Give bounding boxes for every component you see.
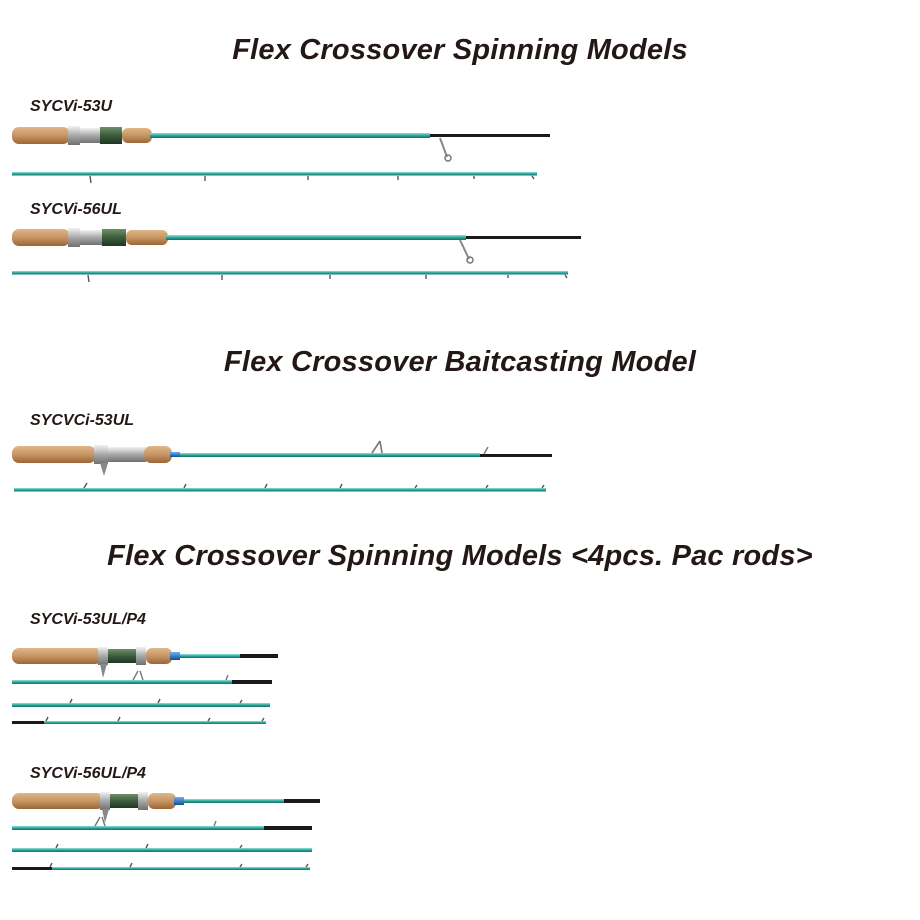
rod-sycvi-56ul-tip <box>12 271 568 283</box>
model-label-sycvi-56ul-p4: SYCVi-56UL/P4 <box>30 765 146 782</box>
rod-sycvi-56ul-p4-section-4 <box>12 862 310 870</box>
rod-sycvi-53ul-p4-section-2 <box>12 670 272 684</box>
section-title-baitcasting: Flex Crossover Baitcasting Model <box>223 346 697 378</box>
model-label-sycvi-53u: SYCVi-53U <box>30 98 113 115</box>
rod-sycvi-56ul-p4-section-2 <box>12 816 312 830</box>
section-title-spinning: Flex Crossover Spinning Models <box>232 34 688 66</box>
model-label-sycvci-53ul: SYCVCi-53UL <box>30 412 135 429</box>
rod-sycvci-53ul-tip <box>14 482 546 492</box>
rod-sycvi-56ul-p4-section-1 <box>12 792 320 823</box>
rod-sycvi-56ul-p4-section-3 <box>12 843 312 852</box>
rod-sycvi-53ul-p4-section-4 <box>12 716 266 724</box>
model-label-sycvi-53ul-p4: SYCVi-53UL/P4 <box>30 611 146 628</box>
rod-sycvi-53ul-p4-section-1 <box>12 647 278 678</box>
rod-sycvi-53ul-p4-section-3 <box>12 698 270 707</box>
section-title-pac-rods: Flex Crossover Spinning Models <4pcs. Pa… <box>107 540 813 572</box>
rod-sycvi-53u-butt <box>12 126 550 162</box>
rod-sycvi-53u-tip <box>12 172 537 184</box>
model-label-sycvi-56ul: SYCVi-56UL <box>30 201 122 218</box>
rod-sycvi-56ul-butt <box>12 228 581 264</box>
rod-sycvci-53ul-butt <box>12 440 552 476</box>
